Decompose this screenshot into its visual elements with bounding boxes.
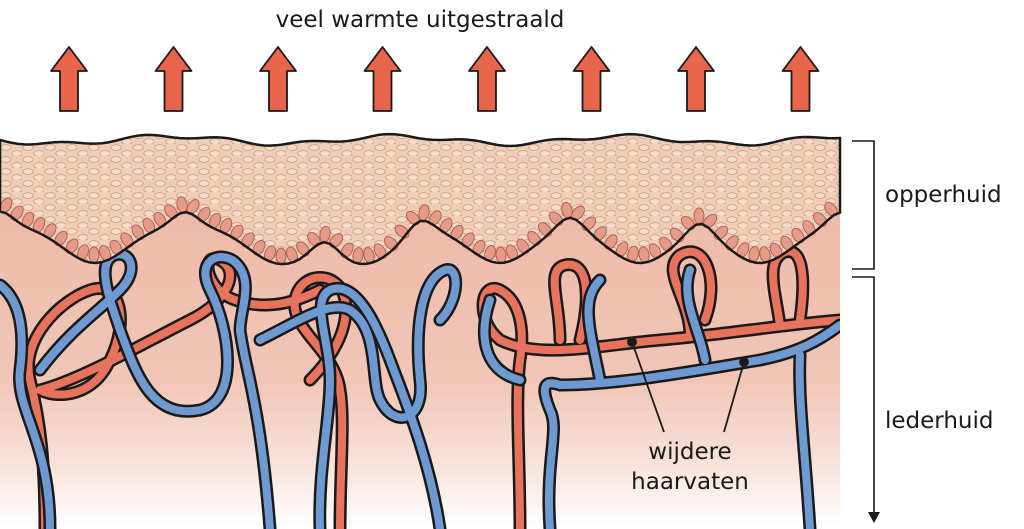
- basal-cell: [725, 235, 739, 251]
- capillaries-label-line1: wijdere: [648, 439, 731, 465]
- basal-cell: [296, 241, 310, 257]
- basal-cell: [659, 236, 673, 252]
- basal-cell: [604, 234, 618, 250]
- epidermis-layer: [0, 132, 842, 266]
- epidermis-bracket: [852, 140, 875, 270]
- basal-cell: [10, 205, 24, 221]
- basal-cell: [241, 232, 255, 248]
- basal-cell: [109, 239, 123, 256]
- dermis-arrow-icon: [868, 512, 880, 523]
- up-arrow-icon: [468, 46, 506, 112]
- dermis-bracket: [852, 276, 875, 512]
- basal-cells: [0, 196, 838, 265]
- basal-cell: [252, 239, 266, 256]
- basal-cell: [197, 207, 211, 223]
- radiation-arrows: [50, 46, 820, 112]
- title-text: veel warmte uitgestraald: [276, 7, 565, 33]
- basal-cell: [439, 218, 453, 234]
- basal-cell: [65, 238, 79, 254]
- basal-cell: [472, 239, 486, 256]
- basal-cell: [516, 238, 530, 254]
- basal-cell: [527, 230, 541, 246]
- up-arrow-icon: [781, 46, 820, 112]
- basal-cell: [461, 232, 475, 248]
- basal-cell: [88, 246, 100, 264]
- basal-cell: [680, 216, 696, 231]
- up-arrow-icon: [572, 46, 611, 112]
- capillary-pointers: [627, 337, 749, 433]
- basal-cell: [164, 204, 178, 220]
- basal-cell: [802, 220, 816, 236]
- up-arrow-icon: [50, 46, 88, 112]
- epidermis-label: opperhuid: [885, 182, 1002, 208]
- basal-cell: [593, 226, 607, 242]
- basal-cell: [275, 247, 287, 265]
- basal-cell: [780, 235, 794, 252]
- basal-cell: [702, 214, 718, 229]
- basal-cell: [791, 227, 805, 244]
- basal-cell: [54, 230, 68, 247]
- basal-cell: [693, 207, 705, 225]
- basal-cell: [153, 211, 167, 228]
- basal-cell: [120, 232, 134, 248]
- dermis-label: lederhuid: [885, 408, 994, 434]
- up-arrow-icon: [154, 46, 193, 112]
- basal-cell: [307, 231, 321, 247]
- basal-cell: [405, 210, 421, 226]
- blood-vessels: [0, 245, 840, 529]
- basal-cell: [340, 242, 354, 259]
- up-arrow-icon: [363, 46, 402, 112]
- up-arrow-icon: [259, 46, 297, 112]
- basal-cell: [328, 233, 344, 248]
- capillaries-label-line2: haarvaten: [631, 469, 749, 495]
- up-arrow-icon: [677, 46, 715, 112]
